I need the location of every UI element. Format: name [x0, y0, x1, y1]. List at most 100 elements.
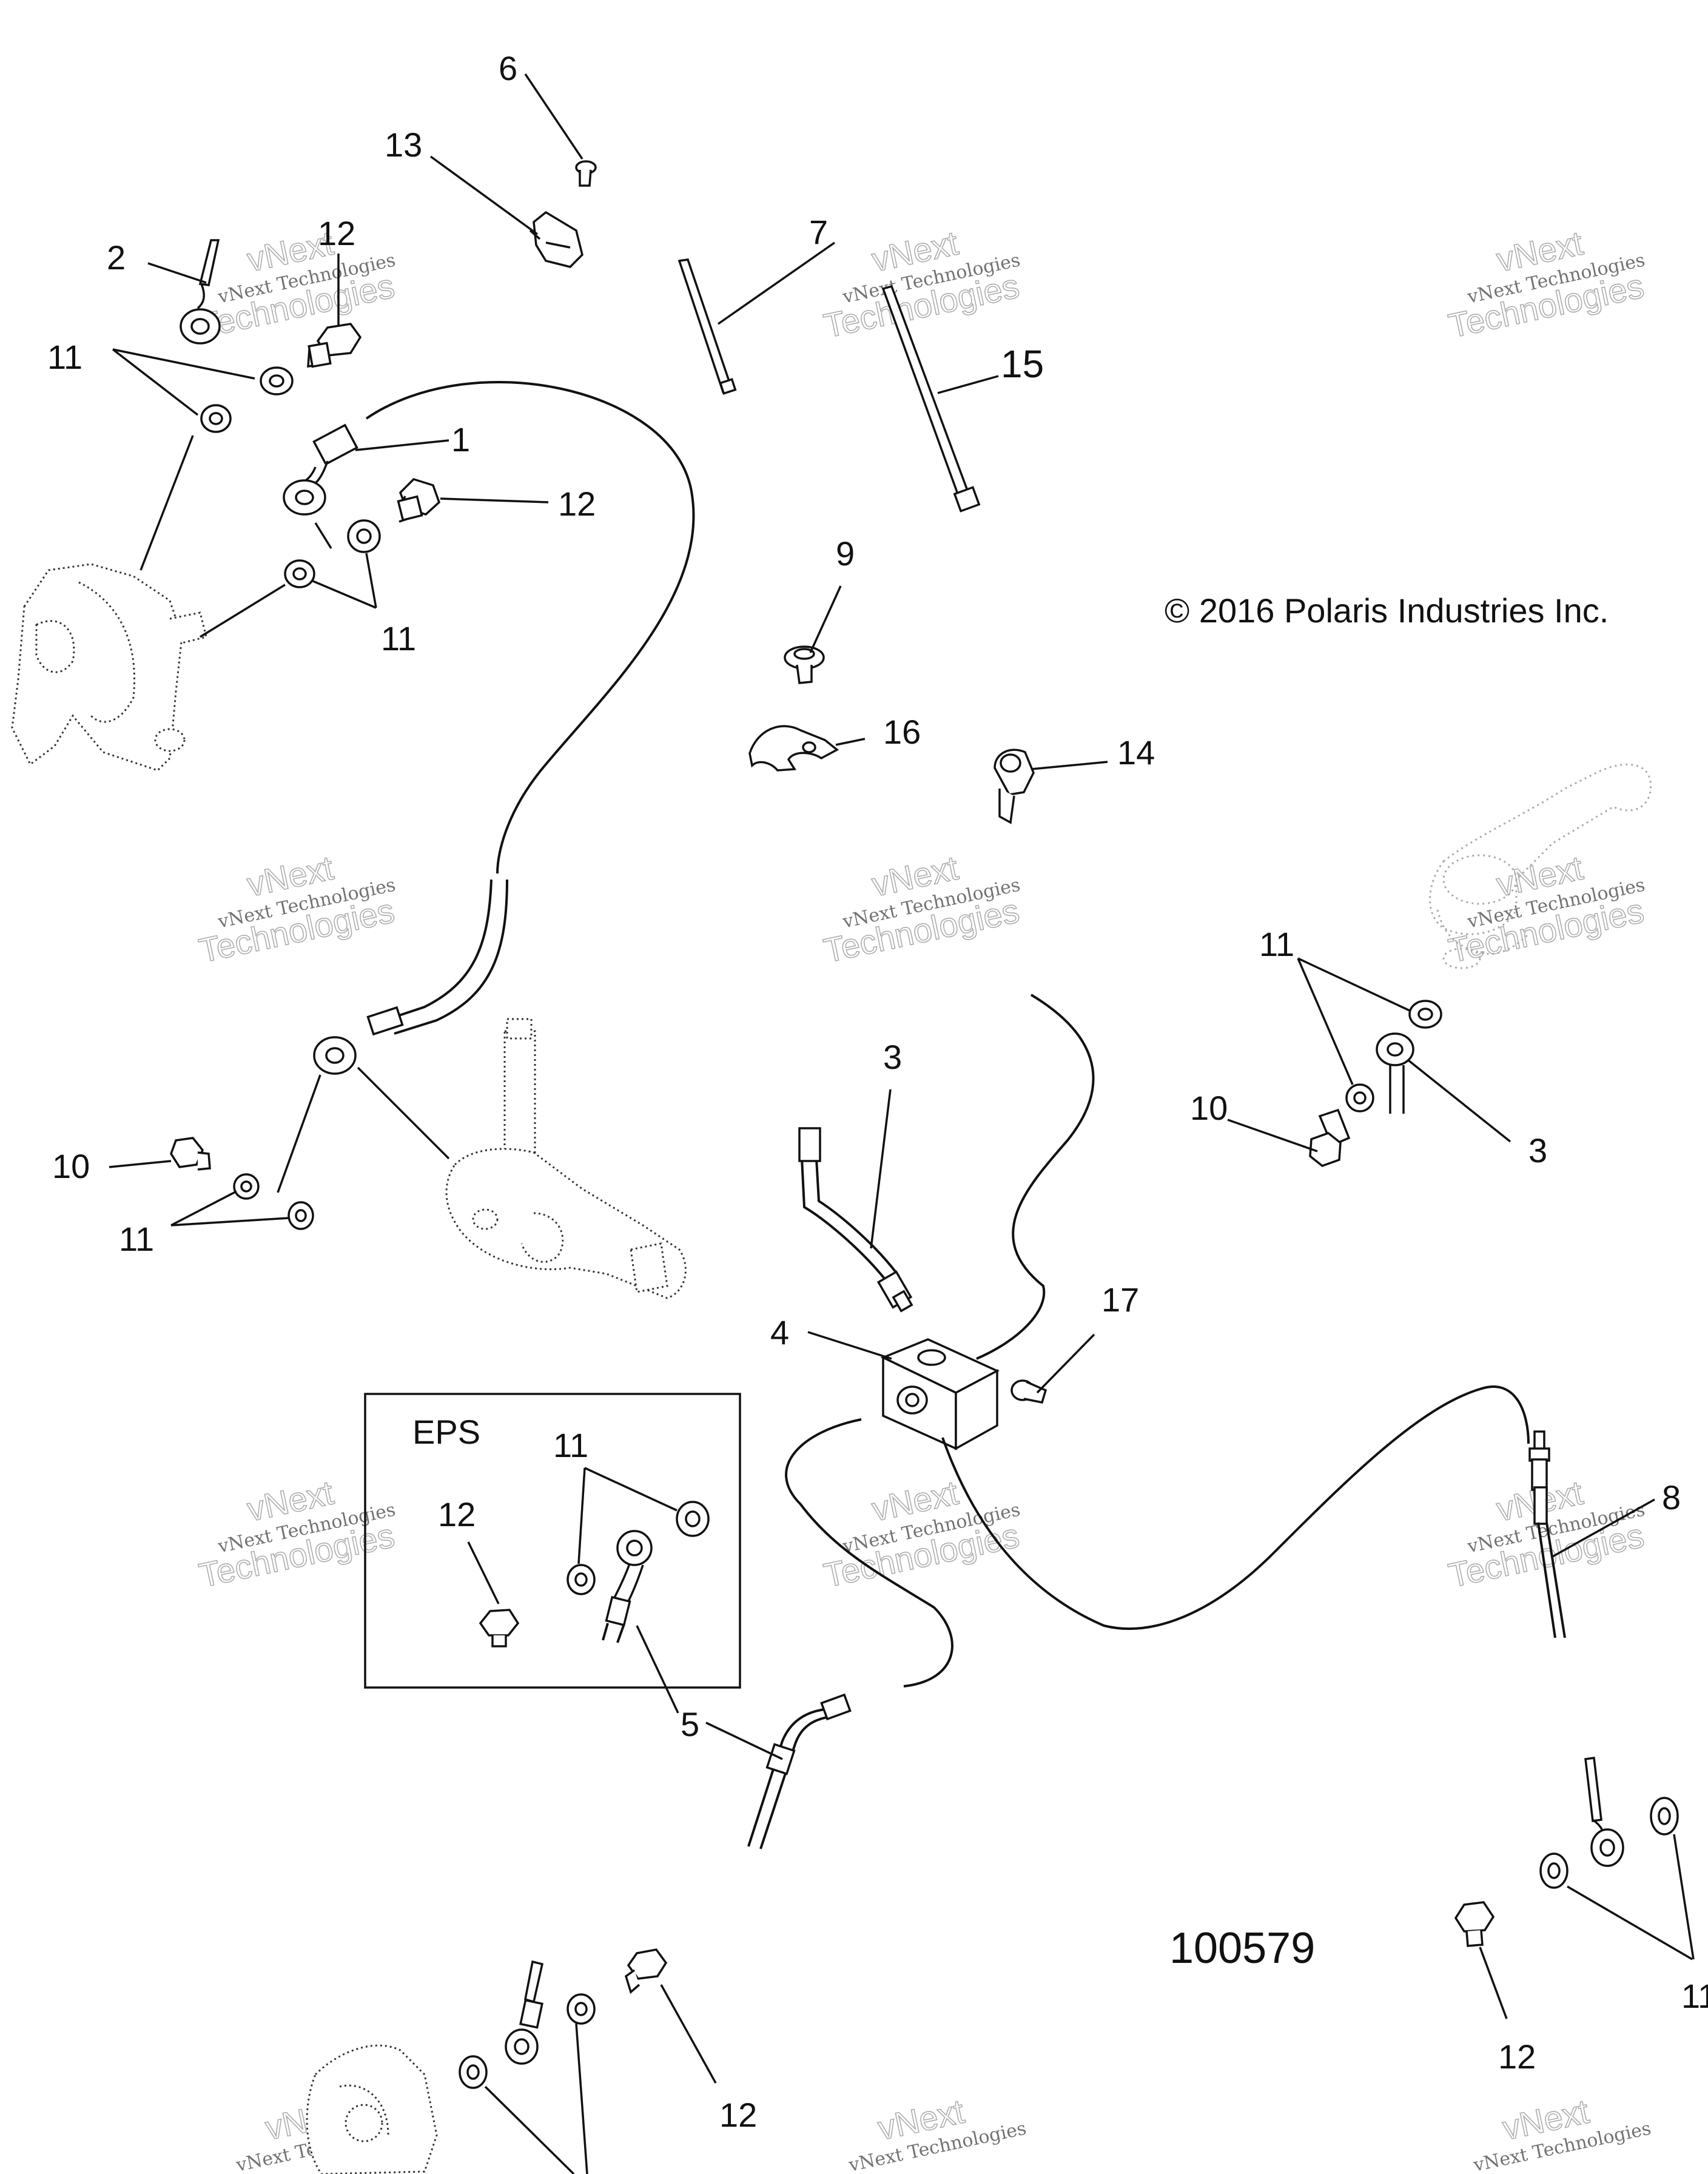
brake-hose: [785, 1418, 953, 1688]
banjo-bolt-12: [479, 1609, 520, 1647]
callout-10: 10: [1190, 1089, 1228, 1127]
callout-10: 10: [52, 1147, 90, 1185]
callout-11: 11: [1259, 925, 1294, 963]
banjo-fitting-3: [1376, 1032, 1414, 1114]
banjo-fitting-1: [283, 423, 358, 516]
banjo-bolt-10: [170, 1137, 211, 1171]
callout-1: 1: [451, 420, 470, 459]
callout-12: 12: [719, 2096, 757, 2134]
bolt-17: [1010, 1379, 1047, 1404]
copyright-text: © 2016 Polaris Industries Inc.: [1165, 591, 1609, 630]
watermark: vNext vNext Technologies: [1471, 2092, 1653, 2174]
callout-12: 12: [438, 1495, 476, 1533]
callout-11: 11: [553, 1426, 588, 1464]
copper-washer: [347, 519, 381, 553]
copper-washer: [233, 1173, 260, 1200]
brake-hose-1-armored: [388, 879, 493, 1020]
callout-2: 2: [107, 238, 126, 277]
callout-4: 4: [770, 1313, 789, 1351]
bracket-13: [529, 210, 583, 268]
banjo-bolt-12: [1454, 1901, 1495, 1947]
callout-3: 3: [883, 1038, 902, 1076]
master-cylinder: [445, 1018, 687, 1299]
copper-washer: [459, 2055, 488, 2089]
callout-labels: 6 13 7 15 2 12 11 1 12 11 9 16 14 11 10 …: [47, 49, 1708, 2134]
banjo-bolt-12: [397, 478, 441, 523]
banjo-bolt-10: [1309, 1108, 1351, 1167]
banjo-bolt-12: [307, 323, 362, 368]
copper-washer: [284, 559, 315, 588]
watermark: vNext vNext Technologies Technologies: [820, 223, 1023, 346]
callout-13: 13: [385, 126, 422, 164]
callout-5: 5: [681, 1705, 699, 1743]
callout-8: 8: [1662, 1478, 1681, 1516]
document-number: 100579: [1169, 1924, 1315, 1973]
copper-washer: [287, 1201, 314, 1230]
callout-14: 14: [1117, 733, 1155, 772]
push-rivet-9: [784, 645, 825, 684]
eps-box-title: EPS: [412, 1413, 480, 1451]
watermark: vNext vNext Technologies Technologies: [1445, 223, 1647, 346]
callout-3: 3: [1528, 1131, 1547, 1169]
banjo-bolt-12: [624, 1948, 668, 1994]
callout-11: 11: [119, 1220, 154, 1258]
banjo-fitting-5: [602, 1530, 653, 1643]
callout-6: 6: [499, 49, 517, 87]
callout-12: 12: [1498, 2038, 1536, 2076]
watermark: vNext vNext Technologies Technologies: [820, 848, 1023, 971]
leader-line: [357, 1066, 450, 1160]
leader-line: [1673, 1834, 1695, 1960]
copper-washer: [1539, 1853, 1568, 1889]
leader-line: [584, 1467, 677, 1512]
brake-line-8: [1528, 1430, 1566, 1638]
leader-line: [277, 1074, 321, 1193]
brake-hose: [976, 994, 1095, 1360]
callout-12: 12: [558, 485, 596, 523]
brake-hose-8: [941, 1385, 1530, 1630]
copper-washer: [1408, 1000, 1442, 1029]
leader-line: [140, 435, 194, 571]
cable-tie-15: [881, 284, 981, 513]
callout-15: 15: [1001, 342, 1044, 386]
watermark: vNext vNext Technologies Technologies: [195, 1473, 398, 1595]
leader-line: [577, 1467, 586, 1564]
leader-line: [575, 2023, 588, 2174]
brake-line-3: [798, 1127, 913, 1313]
watermark: vNext vNext Technologies Technologies: [820, 1473, 1023, 1595]
brake-line-5: [747, 1693, 852, 1849]
cable-tie-7: [677, 258, 737, 395]
callout-9: 9: [836, 534, 855, 573]
callout-11: 11: [381, 619, 416, 658]
callout-17: 17: [1101, 1281, 1139, 1319]
leader-line: [636, 1625, 679, 1714]
leader-line: [1567, 1885, 1693, 1960]
copper-washer: [567, 1993, 596, 2025]
rivet-6: [575, 160, 597, 187]
watermark: vNext vNext Technologies: [846, 2092, 1028, 2174]
copper-washer: [676, 1501, 710, 1537]
copper-washer: [200, 404, 232, 433]
eps-inset: EPS: [364, 1393, 741, 1714]
callout-11: 11: [47, 338, 82, 376]
leader-line: [200, 584, 286, 638]
brake-hose-1-armored: [394, 879, 508, 1035]
callout-16: 16: [883, 713, 921, 751]
banjo-fitting: [1584, 1757, 1624, 1867]
leader-line: [1479, 1947, 1508, 2019]
callout-7: 7: [809, 213, 828, 251]
rear-left-caliper: [306, 2044, 438, 2174]
leader-line: [484, 2085, 575, 2174]
watermark: vNext vNext Technologies Technologies: [195, 848, 398, 971]
banjo-fitting: [505, 1960, 544, 2065]
handbrake-lever-ghost: [1429, 763, 1652, 969]
copper-washer: [260, 366, 294, 395]
leader-line: [660, 1984, 717, 2084]
tee-fitting-14: [994, 749, 1035, 824]
copper-washer: [1650, 1797, 1679, 1836]
leader-line: [467, 1541, 500, 1604]
banjo-fitting-2: [180, 239, 221, 345]
copper-washer: [567, 1564, 596, 1595]
callout-leaders: [109, 73, 1655, 1760]
front-left-caliper: [11, 563, 207, 772]
